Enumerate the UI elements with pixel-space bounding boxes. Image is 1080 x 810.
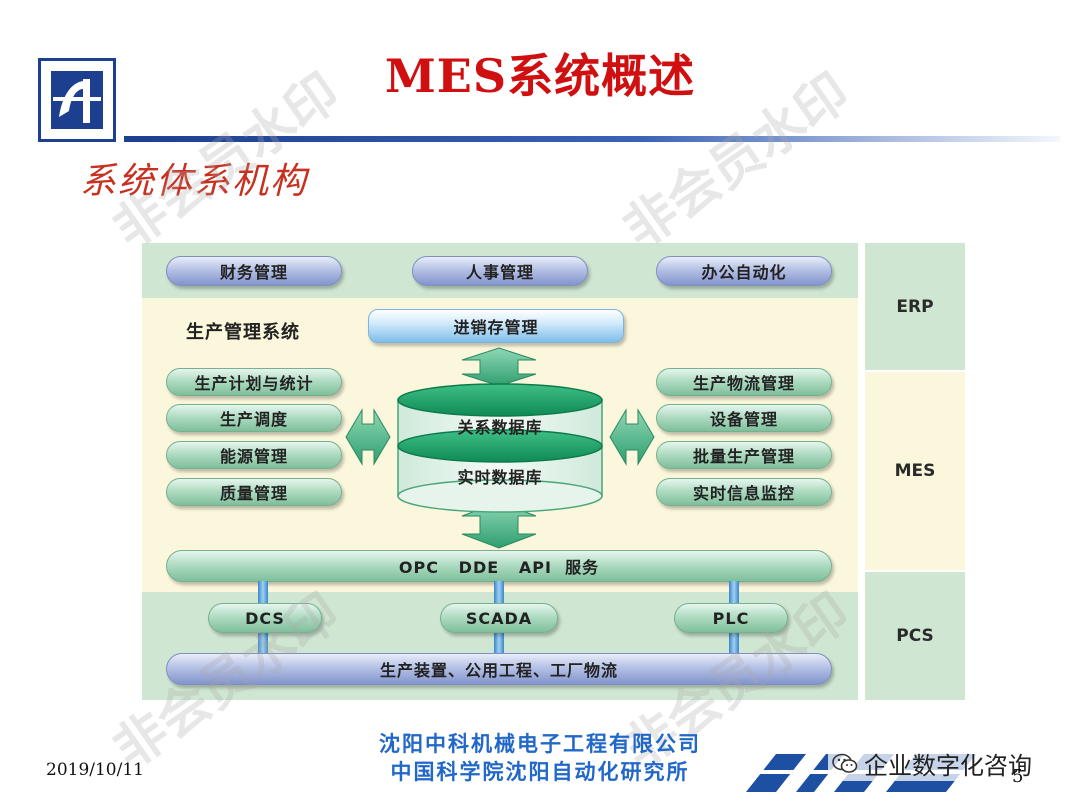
double-arrow-top-icon [461, 347, 537, 387]
facilities-bar: 生产装置、公用工程、工厂物流 [166, 653, 832, 685]
double-arrow-right-icon [609, 408, 655, 466]
db-realtime-label: 实时数据库 [457, 468, 543, 487]
erp-module-office-automation: 办公自动化 [656, 256, 832, 286]
footer-company-line1: 沈阳中科机械电子工程有限公司 [379, 731, 701, 756]
erp-module-hr: 人事管理 [412, 256, 588, 286]
db-relational-label: 关系数据库 [457, 418, 543, 437]
inventory-mgmt-module: 进销存管理 [368, 309, 624, 343]
database-cylinder-icon [397, 383, 603, 513]
company-logo [38, 58, 116, 142]
pcs-module-plc: PLC [674, 603, 788, 633]
slide-title: MES系统概述 [384, 49, 696, 103]
footer-date: 2019/10/11 [46, 760, 144, 780]
left-module-quality: 质量管理 [166, 478, 342, 506]
right-module-logistics: 生产物流管理 [656, 368, 832, 396]
pcs-module-dcs: DCS [208, 603, 322, 633]
connector-dcs-bottom [258, 632, 268, 654]
footer-company-line2: 中国科学院沈阳自动化研究所 [390, 759, 690, 784]
left-module-energy: 能源管理 [166, 441, 342, 469]
page-number: 5 [1012, 766, 1024, 787]
double-arrow-left-icon [345, 408, 391, 466]
right-module-batch: 批量生产管理 [656, 441, 832, 469]
connector-scada-bottom [494, 632, 504, 654]
connector-plc-top [729, 581, 739, 605]
connector-dcs-top [258, 581, 268, 605]
header-rule [124, 136, 1060, 142]
service-bar: OPC DDE API 服务 [166, 550, 832, 582]
pcs-module-scada: SCADA [440, 603, 558, 633]
wechat-icon [832, 753, 858, 773]
connector-scada-top [494, 581, 504, 605]
production-mgmt-label: 生产管理系统 [186, 322, 300, 343]
wechat-account-name: 企业数字化咨询 [864, 752, 1032, 780]
left-module-planning: 生产计划与统计 [166, 368, 342, 396]
connector-plc-bottom [729, 632, 739, 654]
layer-label-mes: MES [865, 372, 965, 570]
footer-company: 沈阳中科机械电子工程有限公司 中国科学院沈阳自动化研究所 [0, 730, 1080, 786]
erp-module-finance: 财务管理 [166, 256, 342, 286]
right-module-monitoring: 实时信息监控 [656, 478, 832, 506]
right-module-equipment: 设备管理 [656, 404, 832, 432]
slide-subtitle: 系统体系机构 [80, 161, 309, 202]
layer-label-erp: ERP [865, 243, 965, 370]
wechat-account: 企业数字化咨询 [828, 746, 1036, 781]
layer-label-pcs: PCS [865, 572, 965, 700]
left-module-scheduling: 生产调度 [166, 404, 342, 432]
